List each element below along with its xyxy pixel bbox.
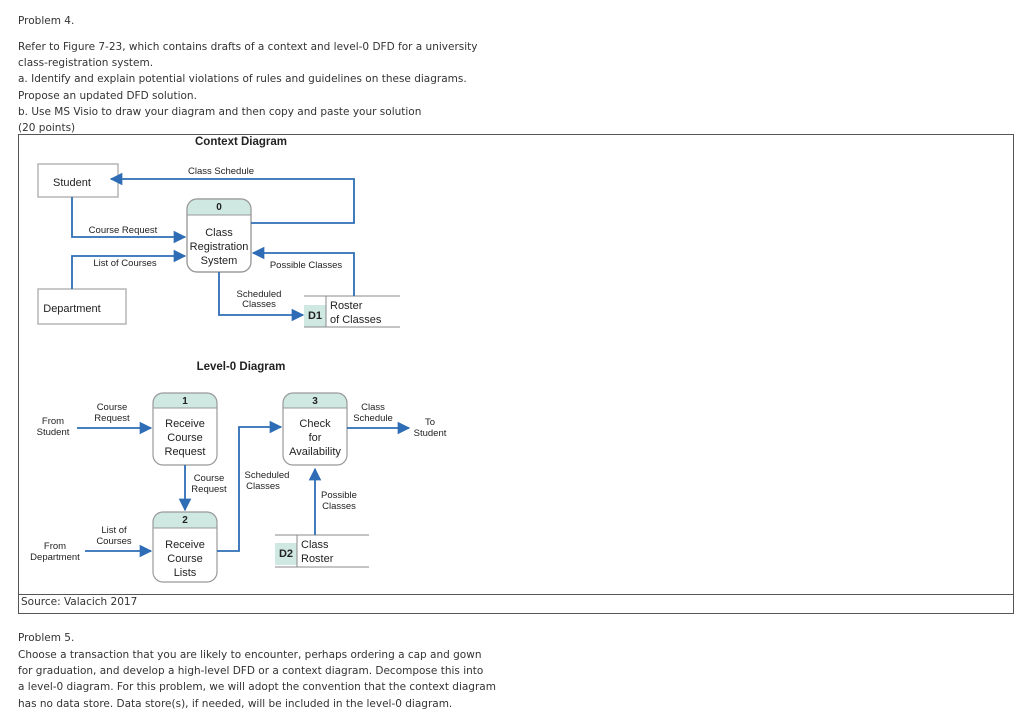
source-from-department: Department [30, 552, 80, 563]
flow-label: Classes [322, 501, 356, 512]
process-0-label: System [201, 255, 238, 267]
flow-label-course-request: Course Request [89, 225, 158, 236]
sink-to-student: Student [414, 428, 447, 439]
datastore-d1-label: Roster [330, 300, 363, 312]
flow-class-schedule [109, 172, 355, 224]
problem-4-line: Refer to Figure 7-23, which contains dra… [18, 41, 478, 53]
process-2: 2 Receive Course Lists [152, 511, 218, 583]
datastore-d1-id: D1 [308, 310, 322, 322]
entity-student-label: Student [53, 177, 91, 189]
flow-label: Request [94, 413, 130, 424]
source-from-department: From [44, 541, 66, 552]
problem-5-line: has no data store. Data store(s), if nee… [18, 697, 453, 710]
problem-4-title: Problem 4. [18, 15, 75, 27]
context-diagram-title: Context Diagram [195, 136, 287, 148]
process-1-label: Receive [165, 418, 205, 430]
datastore-d1-label: of Classes [330, 314, 382, 326]
problem-5-body: Choose a transaction that you are likely… [18, 647, 496, 712]
entity-department: Department [37, 288, 127, 325]
problem-5-line: Choose a transaction that you are likely… [18, 649, 482, 661]
dfd-figure: Context Diagram Student Department 0 Cla… [18, 134, 1014, 614]
flow-label-list-of-courses: List of Courses [93, 258, 157, 269]
datastore-d2: D2 Class Roster [275, 534, 369, 568]
process-2-label: Receive [165, 539, 205, 551]
source-from-student: From [42, 416, 64, 427]
flow-label: Classes [246, 481, 280, 492]
process-3-label: Check [299, 418, 331, 430]
problem-4-body: Refer to Figure 7-23, which contains dra… [18, 39, 477, 136]
flow-scheduled-classes [218, 272, 305, 322]
problem-4-line: Propose an updated DFD solution. [18, 89, 197, 102]
flow-label: Possible [321, 490, 357, 501]
flow-label: Courses [96, 536, 132, 547]
datastore-d2-label: Roster [301, 553, 334, 565]
process-0: 0 Class Registration System [186, 198, 252, 273]
process-2-label: Lists [174, 567, 197, 579]
flow-label: Course [194, 473, 225, 484]
flow-label-possible-classes: Possible Classes [270, 260, 343, 271]
process-1-label: Course [167, 432, 202, 444]
flow-label: List of [101, 525, 127, 536]
problem-4-line: b. Use MS Visio to draw your diagram and… [18, 105, 422, 118]
entity-student: Student [37, 163, 119, 198]
flow-label-class-schedule: Class Schedule [188, 166, 254, 177]
dfd-diagram: Context Diagram Student Department 0 Cla… [30, 136, 447, 583]
process-1: 1 Receive Course Request [152, 392, 218, 466]
problem-5-line: a level-0 diagram. For this problem, we … [18, 681, 496, 694]
figure-source: Source: Valacich 2017 [21, 596, 138, 608]
process-1-label: Request [165, 446, 206, 458]
process-0-label: Class [205, 227, 233, 239]
flow-label: Scheduled [245, 470, 290, 481]
process-3-label: for [309, 432, 322, 444]
figure-source-row: Source: Valacich 2017 [19, 594, 1013, 613]
flow-scheduled-classes [217, 420, 283, 552]
problem-5-line: for graduation, and develop a high-level… [18, 665, 484, 678]
datastore-d2-id: D2 [279, 548, 293, 560]
process-2-number: 2 [182, 515, 188, 526]
process-3: 3 Check for Availability [282, 392, 348, 466]
source-from-student: Student [37, 427, 70, 438]
entity-department-label: Department [43, 303, 100, 315]
process-2-label: Course [167, 553, 202, 565]
level-0-diagram-title: Level-0 Diagram [197, 361, 286, 373]
problem-4-line: class-registration system. [18, 57, 154, 70]
flow-label-scheduled-classes: Scheduled [237, 289, 282, 300]
flow-label: Schedule [353, 413, 393, 424]
sink-to-student: To [425, 417, 435, 428]
flow-label-scheduled-classes: Classes [242, 299, 276, 310]
process-3-label: Availability [289, 446, 341, 458]
flow-possible-classes [251, 246, 355, 296]
process-0-label: Registration [190, 241, 249, 253]
datastore-d1: D1 Roster of Classes [304, 295, 400, 328]
flow-label: Request [191, 484, 227, 495]
process-3-number: 3 [312, 396, 318, 407]
problem-5-title: Problem 5. [18, 632, 75, 644]
flow-list-of-courses [71, 249, 187, 289]
process-0-number: 0 [216, 202, 222, 213]
process-1-number: 1 [182, 396, 188, 407]
problem-4-line: (20 points) [18, 121, 76, 134]
flow-course-request [71, 197, 187, 244]
datastore-d2-label: Class [301, 539, 329, 551]
problem-4-line: a. Identify and explain potential violat… [18, 73, 467, 86]
flow-label: Class [361, 402, 385, 413]
flow-label: Course [97, 402, 128, 413]
